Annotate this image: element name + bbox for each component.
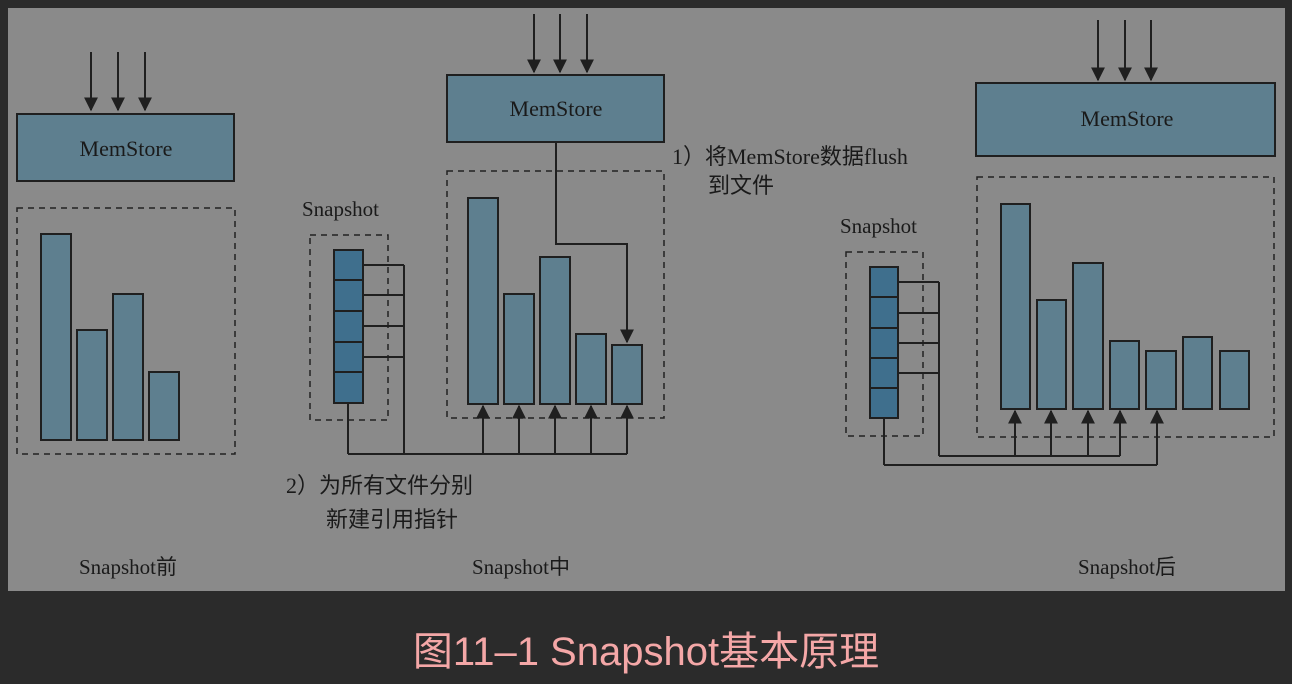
panel-after: MemStore Snapshot	[840, 20, 1276, 579]
incoming-arrows	[527, 14, 594, 74]
flush-arrow	[555, 142, 634, 344]
store-file	[1072, 262, 1104, 410]
panel-before: MemStore Snapshot前	[16, 52, 236, 579]
memstore-label: MemStore	[510, 96, 603, 121]
store-file	[575, 333, 607, 405]
incoming-arrows	[84, 52, 152, 112]
note-flush-line2: 到文件	[708, 173, 774, 198]
snapshot-pointers	[869, 266, 899, 419]
panel-caption-before: Snapshot前	[79, 555, 177, 579]
new-flushed-file	[611, 344, 643, 405]
store-files-region	[16, 207, 236, 455]
store-file	[76, 329, 108, 441]
store-file	[539, 256, 571, 405]
memstore-box	[16, 113, 235, 182]
store-file	[1000, 203, 1031, 410]
figure-caption: 图11–1 Snapshot基本原理	[412, 630, 880, 674]
store-file	[40, 233, 72, 441]
store-files-region	[976, 176, 1275, 438]
pointer-links	[347, 264, 634, 455]
note-ref-line1: 2）为所有文件分别	[286, 473, 473, 498]
store-file	[1145, 350, 1177, 410]
memstore-label: MemStore	[80, 136, 173, 161]
panel-during: MemStore 1）将MemStore数据flush 到文件 Snapshot	[286, 14, 908, 579]
memstore-label: MemStore	[1081, 106, 1174, 131]
store-file	[112, 293, 144, 441]
panel-caption-during: Snapshot中	[472, 555, 570, 579]
incoming-arrows	[1091, 20, 1158, 82]
pointer-links	[883, 281, 1164, 466]
store-file	[503, 293, 535, 405]
store-file	[1109, 340, 1140, 410]
store-file	[1219, 350, 1250, 410]
memstore-box	[446, 74, 665, 143]
snapshot-pointers	[333, 249, 364, 404]
note-ref-line2: 新建引用指针	[326, 507, 458, 532]
diagram: MemStore Snapshot前 MemStore 1）将MemStore数…	[8, 8, 1285, 591]
panel-caption-after: Snapshot后	[1078, 555, 1176, 579]
store-file	[148, 371, 180, 441]
memstore-box	[975, 82, 1276, 157]
store-file	[1182, 336, 1213, 410]
note-flush-line1: 1）将MemStore数据flush	[672, 144, 908, 169]
store-file	[1036, 299, 1067, 410]
snapshot-label: Snapshot	[840, 214, 917, 238]
snapshot-label: Snapshot	[302, 197, 379, 221]
store-file	[467, 197, 499, 405]
